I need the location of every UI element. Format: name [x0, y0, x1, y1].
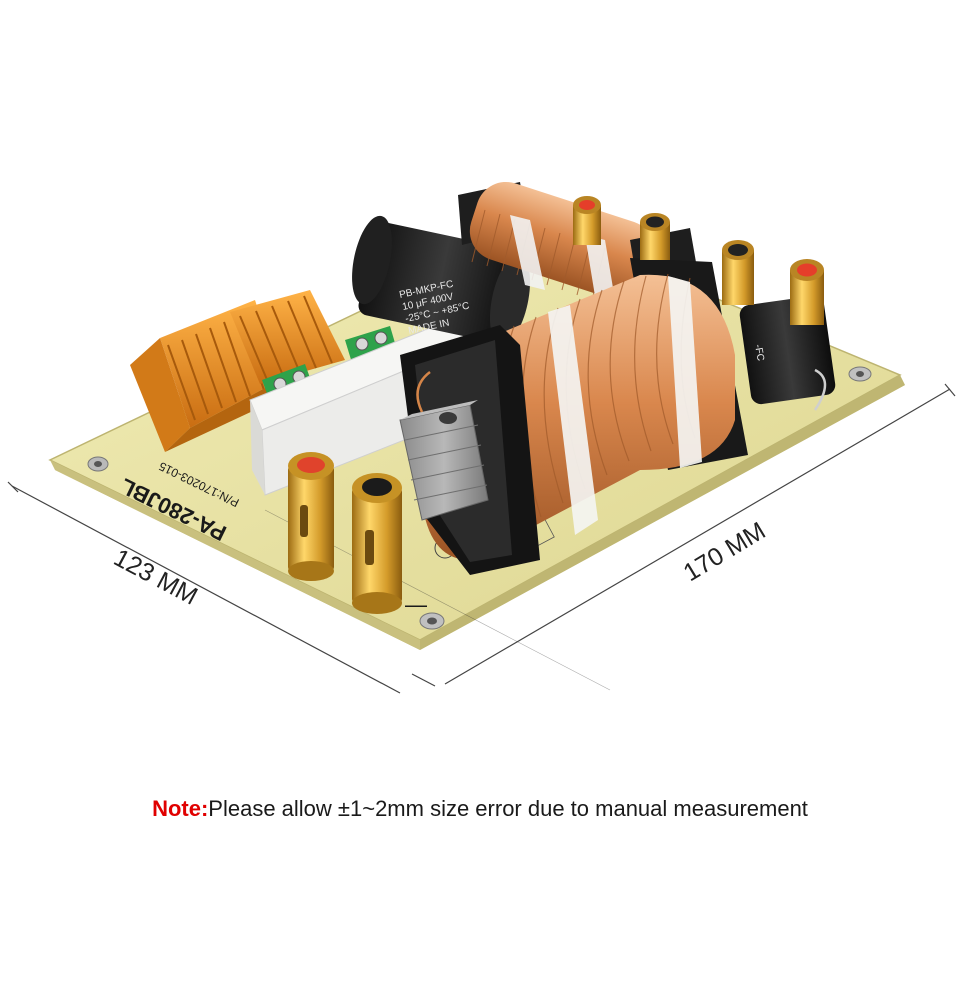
- binding-post-red-rear-2: [790, 259, 824, 325]
- binding-post-red-front: [288, 452, 334, 581]
- note-text: Please allow ±1~2mm size error due to ma…: [208, 796, 808, 821]
- binding-post-black-rear-2: [722, 240, 754, 305]
- svg-text:—: —: [405, 592, 427, 617]
- heatsink-right: [230, 290, 345, 384]
- binding-post-black-front: [352, 473, 402, 614]
- note-label: Note:: [152, 796, 209, 821]
- binding-posts-front: [288, 452, 402, 614]
- measurement-note: Note:Please allow ±1~2mm size error due …: [0, 796, 960, 822]
- mounting-holes: [87, 366, 872, 630]
- binding-post-black-rear-1: [640, 213, 670, 260]
- binding-posts-rear: [573, 196, 824, 325]
- binding-post-red-rear-1: [573, 196, 601, 245]
- dimension-width-label: 123 MM: [109, 544, 202, 611]
- svg-text:-FC: -FC: [752, 344, 766, 362]
- dimension-length-label: 170 MM: [679, 517, 771, 588]
- inductor-front: [399, 258, 748, 575]
- dimension-lines: [7, 383, 956, 694]
